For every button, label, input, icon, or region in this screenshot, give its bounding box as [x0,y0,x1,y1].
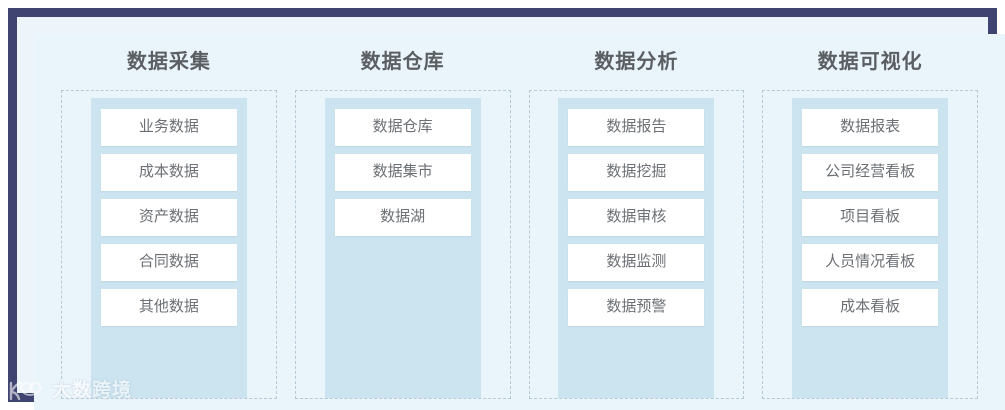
list-item[interactable]: 成本看板 [802,289,939,326]
list-item[interactable]: 数据报表 [802,109,939,146]
column-data-visualization: 数据可视化 数据报表 公司经营看板 项目看板 人员情况看板 成本看板 [753,34,987,410]
list-item[interactable]: 合同数据 [100,244,237,281]
list-item[interactable]: 数据审核 [568,199,705,236]
column-title: 数据仓库 [360,51,445,73]
column-title: 数据分析 [594,51,679,73]
column-title: 数据采集 [126,51,211,73]
list-item[interactable]: 成本数据 [100,154,237,191]
list-item[interactable]: 数据预警 [568,289,705,326]
outer-frame: 数据采集 业务数据 成本数据 资产数据 合同数据 其他数据 数据仓库 [8,8,1005,410]
list-item[interactable]: 数据报告 [568,109,705,146]
list-item[interactable]: 其他数据 [100,289,237,326]
column-data-analysis: 数据分析 数据报告 数据挖掘 数据审核 数据监测 数据预警 [520,34,754,410]
list-item[interactable]: 数据监测 [568,244,705,281]
column-data-collection: 数据采集 业务数据 成本数据 资产数据 合同数据 其他数据 [52,34,286,410]
diagram-stage: 数据采集 业务数据 成本数据 资产数据 合同数据 其他数据 数据仓库 [34,34,1005,410]
column-panel: 数据报表 公司经营看板 项目看板 人员情况看板 成本看板 [792,98,949,398]
column-data-warehouse: 数据仓库 数据仓库 数据集市 数据湖 [286,34,520,410]
column-dashed-box: 数据报告 数据挖掘 数据审核 数据监测 数据预警 [528,90,745,399]
list-item[interactable]: 数据湖 [334,199,471,236]
list-item[interactable]: 业务数据 [100,109,237,146]
columns-container: 数据采集 业务数据 成本数据 资产数据 合同数据 其他数据 数据仓库 [34,34,1005,410]
list-item[interactable]: 数据仓库 [334,109,471,146]
column-panel: 业务数据 成本数据 资产数据 合同数据 其他数据 [90,98,247,398]
column-title: 数据可视化 [817,51,923,73]
list-item[interactable]: 数据挖掘 [568,154,705,191]
list-item[interactable]: 数据集市 [334,154,471,191]
column-dashed-box: 业务数据 成本数据 资产数据 合同数据 其他数据 [61,90,277,399]
list-item[interactable]: 人员情况看板 [802,244,939,281]
column-dashed-box: 数据报表 公司经营看板 项目看板 人员情况看板 成本看板 [762,90,978,399]
list-item[interactable]: 资产数据 [100,199,237,236]
list-item[interactable]: 项目看板 [802,199,939,236]
column-dashed-box: 数据仓库 数据集市 数据湖 [294,90,511,399]
column-panel: 数据仓库 数据集市 数据湖 [324,98,481,398]
list-item[interactable]: 公司经营看板 [802,154,939,191]
column-panel: 数据报告 数据挖掘 数据审核 数据监测 数据预警 [558,98,715,398]
